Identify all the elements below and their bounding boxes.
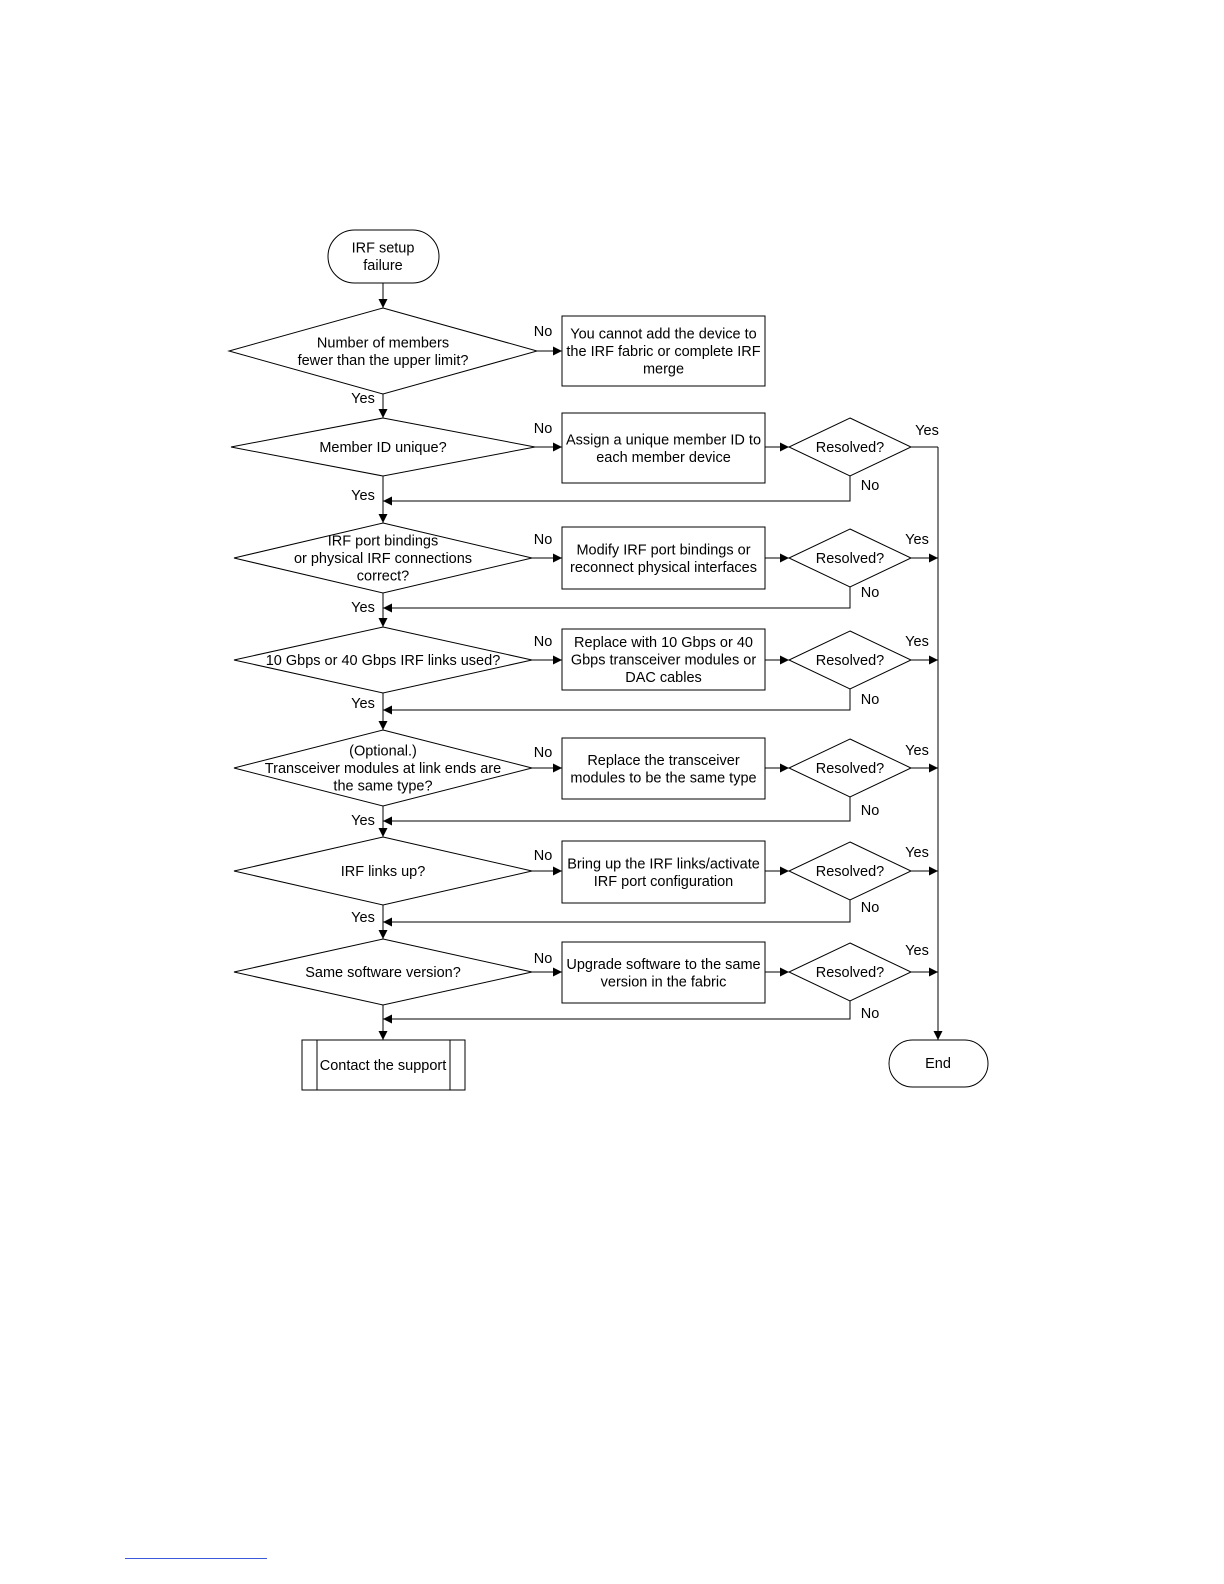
action-replace-speed (561, 628, 766, 691)
action-modify-bindings (561, 526, 766, 590)
action-bring-up-label-line-2: IRF port configuration (594, 874, 733, 890)
label-yes-transceiver: Yes (351, 813, 375, 829)
action-assign-id (561, 412, 766, 484)
resolved-decision-6 (787, 942, 913, 1002)
label-yes-links-up: Yes (351, 910, 375, 926)
action-bring-up-label-line-1: Bring up the IRF links/activate (567, 856, 760, 872)
resolved-label-6: Resolved? (816, 965, 885, 981)
label-resolved-no-4: No (861, 803, 880, 819)
action-replace-transceiver-label-line-1: Replace the transceiver (587, 753, 739, 769)
action-cannot-add-label-line-1: You cannot add the device to (570, 327, 757, 343)
decision-members-label-line-2: fewer than the upper limit? (298, 353, 469, 369)
label-yes-port-bindings: Yes (351, 600, 375, 616)
connector-resolved-no-4 (383, 797, 851, 826)
label-resolved-no-5: No (861, 900, 880, 916)
label-no-members: No (534, 324, 553, 340)
connector-resolved-no-6 (383, 1001, 851, 1024)
label-resolved-yes-1: Yes (915, 423, 939, 439)
footnote-rule (125, 1558, 267, 1559)
decision-port-bindings-label-line-3: correct? (357, 569, 409, 585)
decision-links-up (233, 836, 533, 906)
decision-member-id (230, 417, 536, 477)
resolved-decision-4 (787, 738, 913, 798)
label-no-link-speed: No (534, 634, 553, 650)
action-replace-transceiver-label-line-2: modules to be the same type (570, 770, 756, 786)
resolved-label-3: Resolved? (816, 653, 885, 669)
action-bring-up (561, 840, 766, 904)
action-upgrade (561, 941, 766, 1004)
action-upgrade-label-line-2: version in the fabric (601, 974, 727, 990)
start-terminator (327, 229, 440, 284)
action-replace-speed-label-line-3: DAC cables (625, 670, 702, 686)
label-yes-member-id: Yes (351, 488, 375, 504)
decision-software (233, 938, 533, 1006)
action-cannot-add-label-line-3: merge (643, 362, 684, 378)
label-resolved-yes-2: Yes (905, 532, 929, 548)
action-modify-bindings-label-line-1: Modify IRF port bindings or (576, 542, 750, 558)
decision-transceiver (233, 729, 533, 807)
resolved-label-2: Resolved? (816, 551, 885, 567)
action-replace-speed-label-line-2: Gbps transceiver modules or (571, 653, 757, 669)
action-upgrade-label-line-1: Upgrade software to the same (566, 957, 760, 973)
decision-member-id-label-line-1: Member ID unique? (319, 440, 446, 456)
label-resolved-yes-4: Yes (905, 743, 929, 759)
connector-resolved-no-3 (383, 689, 851, 715)
decision-port-bindings-label-line-1: IRF port bindings (328, 534, 438, 550)
label-no-port-bindings: No (534, 532, 553, 548)
decision-members (227, 307, 539, 395)
end-label: End (925, 1056, 951, 1072)
resolved-decision-2 (787, 528, 913, 588)
decision-transceiver-label-line-2: Transceiver modules at link ends are (265, 761, 501, 777)
label-resolved-yes-5: Yes (905, 845, 929, 861)
resolved-label-1: Resolved? (816, 440, 885, 456)
label-yes-members: Yes (351, 391, 375, 407)
decision-members-label-line-1: Number of members (317, 335, 449, 351)
decision-links-up-label-line-1: IRF links up? (341, 864, 426, 880)
decision-link-speed (233, 626, 533, 694)
action-cannot-add-label-line-2: the IRF fabric or complete IRF (566, 344, 760, 360)
action-assign-id-label-line-1: Assign a unique member ID to (566, 432, 761, 448)
label-resolved-no-1: No (861, 478, 880, 494)
decision-port-bindings-label-line-2: or physical IRF connections (294, 551, 472, 567)
decision-software-label-line-1: Same software version? (305, 965, 461, 981)
label-resolved-yes-6: Yes (905, 943, 929, 959)
start-label-line-2: failure (363, 258, 403, 274)
label-resolved-yes-3: Yes (905, 634, 929, 650)
resolved-label-5: Resolved? (816, 864, 885, 880)
connector-resolved-no-1 (383, 476, 851, 506)
action-replace-transceiver (561, 737, 766, 800)
support-process-box (301, 1039, 466, 1091)
resolved-decision-1 (787, 417, 913, 477)
decision-link-speed-label-line-1: 10 Gbps or 40 Gbps IRF links used? (266, 653, 501, 669)
label-no-transceiver: No (534, 745, 553, 761)
action-replace-speed-label-line-1: Replace with 10 Gbps or 40 (574, 635, 753, 651)
decision-port-bindings (233, 522, 533, 594)
connector-resolved-no-5 (383, 900, 851, 927)
decision-transceiver-label-line-1: (Optional.) (349, 744, 417, 760)
label-yes-link-speed: Yes (351, 696, 375, 712)
label-no-software: No (534, 951, 553, 967)
resolved-decision-5 (787, 841, 913, 901)
end-terminator (888, 1039, 989, 1088)
action-modify-bindings-label-line-2: reconnect physical interfaces (570, 560, 757, 576)
action-assign-id-label-line-2: each member device (596, 450, 731, 466)
decision-transceiver-label-line-3: the same type? (333, 779, 432, 795)
label-no-links-up: No (534, 848, 553, 864)
action-cannot-add (561, 315, 766, 387)
label-no-member-id: No (534, 421, 553, 437)
label-resolved-no-2: No (861, 585, 880, 601)
support-label: Contact the support (320, 1058, 447, 1074)
resolved-label-4: Resolved? (816, 761, 885, 777)
label-resolved-no-6: No (861, 1006, 880, 1022)
connector-resolved-no-2 (383, 587, 851, 613)
label-resolved-no-3: No (861, 692, 880, 708)
resolved-decision-3 (787, 630, 913, 690)
start-label-line-1: IRF setup (352, 240, 415, 256)
